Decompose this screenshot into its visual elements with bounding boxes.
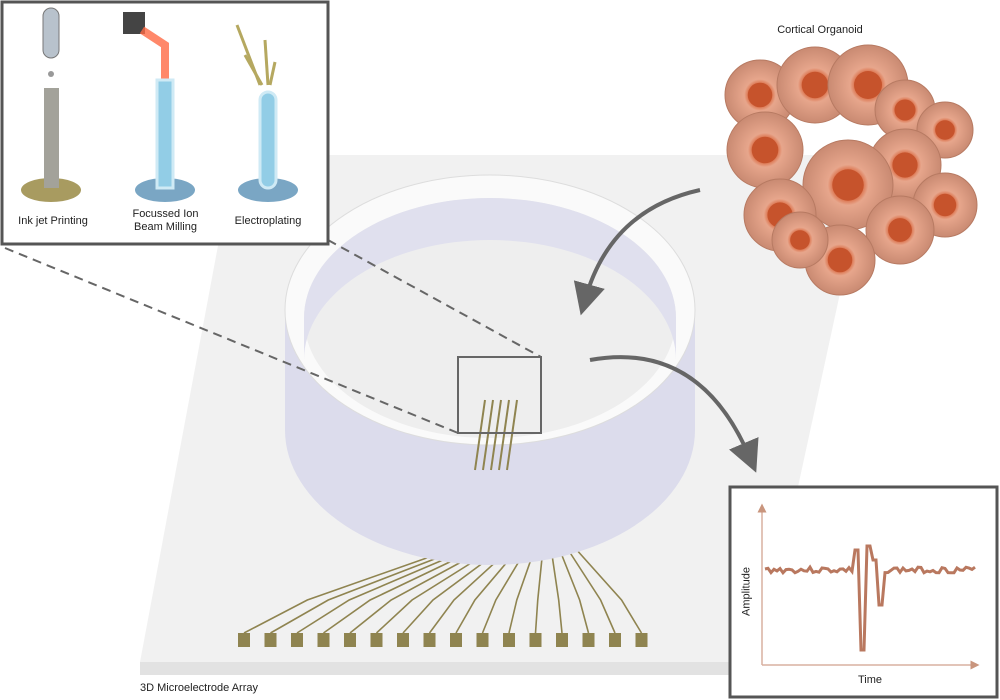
electrode-pad bbox=[397, 633, 409, 647]
electrode-pad bbox=[450, 633, 462, 647]
organoid-cell-core bbox=[801, 71, 829, 99]
method-label-electroplating: Electroplating bbox=[234, 215, 302, 227]
electrode-trace bbox=[481, 547, 528, 634]
x-axis-label: Time bbox=[857, 674, 883, 686]
electrode-pad bbox=[609, 633, 621, 647]
arrow-array-to-signal bbox=[589, 355, 759, 473]
organoid-cell-core bbox=[892, 152, 918, 178]
y-axis-label: Amplitude bbox=[740, 567, 753, 616]
electrode-trace bbox=[296, 547, 472, 634]
electrode-trace bbox=[550, 547, 563, 634]
electrode-pad bbox=[291, 633, 303, 647]
electrode-trace bbox=[534, 547, 544, 634]
organoid-cell-core bbox=[751, 136, 779, 164]
organoid-cell-core bbox=[790, 230, 810, 250]
arrow-organoid-to-array bbox=[573, 188, 701, 316]
organoid-cell-core bbox=[747, 82, 773, 108]
electrode-trace bbox=[243, 547, 456, 634]
ion-beam-source-icon bbox=[123, 12, 145, 34]
organoid-label: Cortical Organoid bbox=[777, 24, 863, 36]
organoid-cell-core bbox=[888, 218, 912, 242]
electrode-trace bbox=[428, 547, 512, 634]
organoid-cell-core bbox=[894, 99, 916, 121]
electrode-trace bbox=[558, 547, 590, 634]
organoid-cell-core bbox=[832, 169, 864, 201]
organoid-cell-core bbox=[854, 71, 882, 99]
inkjet-nozzle-icon bbox=[42, 7, 60, 77]
organoid-cell-core bbox=[933, 193, 957, 217]
signal-inset bbox=[728, 485, 999, 699]
organoid-cell-core bbox=[935, 120, 955, 140]
electrode-pad bbox=[582, 633, 595, 647]
electrode-pad bbox=[529, 633, 542, 647]
electrode-traces bbox=[243, 547, 643, 634]
electrode-trace bbox=[349, 547, 488, 634]
recorded-signal-trace bbox=[764, 544, 976, 652]
electrode-trace bbox=[323, 547, 480, 634]
electrode-trace bbox=[402, 547, 504, 634]
electrode-trace bbox=[375, 547, 496, 634]
electrode-pad bbox=[238, 633, 250, 647]
method-label-fib: Focussed Ion Beam Milling bbox=[132, 208, 199, 233]
electrode-trace bbox=[508, 547, 536, 634]
method-label-inkjet: Ink jet Printing bbox=[18, 215, 88, 227]
organoid-cell-core bbox=[827, 247, 853, 273]
electrode-pad bbox=[476, 633, 489, 647]
electrode-trace bbox=[574, 547, 643, 634]
electrode-trace bbox=[566, 547, 616, 634]
fabrication-inset bbox=[0, 0, 330, 246]
zoom-box bbox=[457, 356, 542, 434]
electrode-pad bbox=[370, 633, 383, 647]
electrode-pads bbox=[238, 633, 648, 647]
electrode-pad bbox=[344, 633, 356, 647]
culture-ring bbox=[284, 174, 696, 565]
cortical-organoid bbox=[724, 44, 978, 296]
array-label: 3D Microelectrode Array bbox=[140, 682, 258, 694]
electrode-pad bbox=[317, 633, 330, 647]
microelectrode-pillars bbox=[474, 399, 518, 471]
electrode-pad bbox=[635, 633, 648, 647]
electrode-pad bbox=[264, 633, 277, 647]
electrode-trace bbox=[455, 547, 520, 634]
electrode-trace bbox=[270, 547, 464, 634]
electrode-pad bbox=[556, 633, 568, 647]
electrode-pad bbox=[503, 633, 515, 647]
zoom-lines bbox=[4, 239, 542, 434]
electroplating-spark-icon bbox=[235, 24, 277, 86]
electrode-pad bbox=[423, 633, 436, 647]
